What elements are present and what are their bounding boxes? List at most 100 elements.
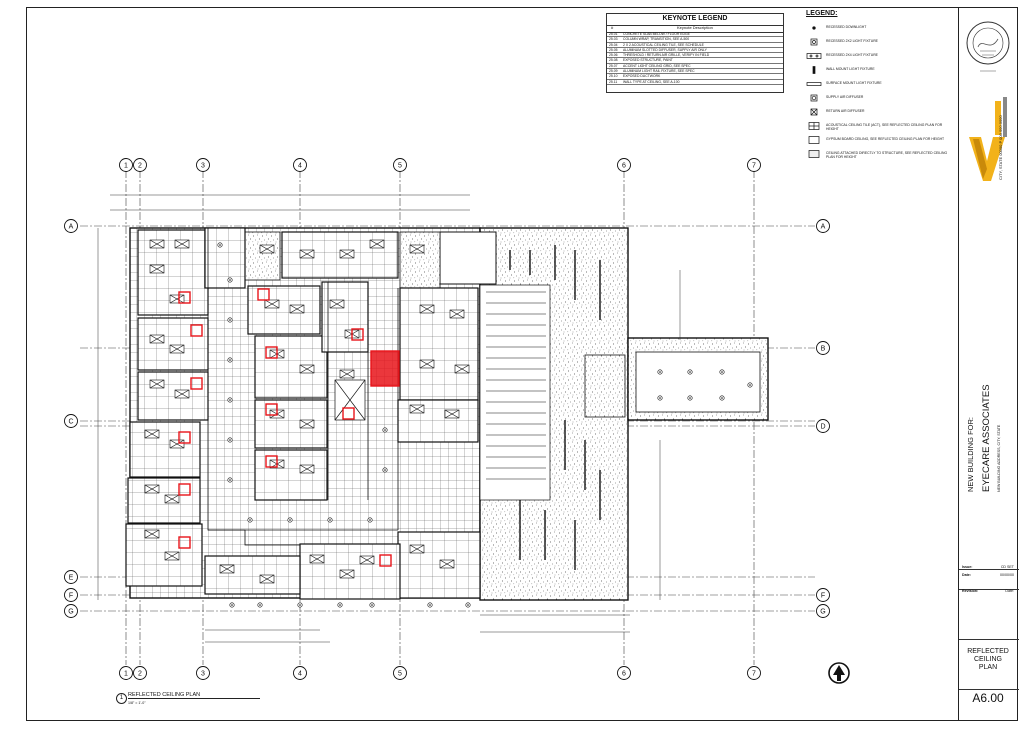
- grid-bubble-label: D: [820, 423, 825, 430]
- title-block: [958, 7, 1019, 721]
- light-fixture-icon: [169, 344, 185, 354]
- downlight-icon: [257, 602, 263, 608]
- grid-bubble: 6: [617, 666, 631, 680]
- light-fixture-icon: [174, 389, 190, 399]
- grid-bubble-label: 3: [201, 162, 205, 169]
- room-walls: [125, 227, 481, 600]
- keynote-number: 25.01: [609, 32, 618, 36]
- light-fixture-icon: [144, 429, 160, 439]
- downlight-icon: [227, 397, 233, 403]
- keynote-col-description: Keynote Description: [677, 25, 713, 30]
- downlight-icon: [687, 395, 693, 401]
- legend-text: ACOUSTICAL CEILING TILE (ACT), SEE REFLE…: [826, 123, 943, 131]
- light-fixture-icon: [149, 334, 165, 344]
- title-block-divider: [959, 589, 1019, 590]
- light-fixture-icon: [164, 551, 180, 561]
- highlight-box: [265, 455, 278, 468]
- grid-bubble: F: [64, 588, 78, 602]
- light-fixture-icon: [339, 369, 355, 379]
- light-fixture-icon: [369, 239, 385, 249]
- light-fixture-icon: [444, 409, 460, 419]
- grid-bubble: 5: [393, 666, 407, 680]
- downlight-icon: [217, 242, 223, 248]
- grid-bubble-label: B: [821, 345, 826, 352]
- casework: [479, 284, 551, 501]
- legend-text: RECESSED 2X4 LIGHT FIXTURE: [826, 53, 878, 57]
- grid-bubble-label: E: [69, 574, 74, 581]
- meta-key: Date:: [962, 573, 971, 577]
- grid-bubble: D: [816, 419, 830, 433]
- grid-bubble-label: 6: [622, 162, 626, 169]
- grid-bubble-label: A: [821, 223, 826, 230]
- downlight-icon: [427, 602, 433, 608]
- legend-text: CEILING ATTACHED DIRECTLY TO STRUCTURE, …: [826, 151, 948, 159]
- legend-text: WALL MOUNT LIGHT FIXTURE: [826, 67, 875, 71]
- keynote-number: 25.09: [609, 69, 618, 74]
- light-fixture-icon: [149, 264, 165, 274]
- downlights: [217, 242, 753, 608]
- downlight-icon: [657, 369, 663, 375]
- downlight-icon: [337, 602, 343, 608]
- light-fixture-icon: [264, 299, 280, 309]
- downlight-icon: [227, 477, 233, 483]
- keynote-legend: KEYNOTE LEGEND # Keynote Description 25.…: [606, 13, 784, 93]
- legend-symbol-icon: [808, 136, 820, 144]
- firm-address: CITY, STATE 00000 P 000.000.0000: [998, 115, 1003, 180]
- light-fixture-icon: [449, 309, 465, 319]
- keynote-legend-header: # Keynote Description: [607, 25, 783, 33]
- legend-item: ACOUSTICAL CEILING TILE (ACT), SEE REFLE…: [800, 122, 955, 132]
- legend-item: WALL MOUNT LIGHT FIXTURE: [800, 66, 955, 76]
- highlight-box: [190, 324, 203, 337]
- legend-item: RECESSED 2X4 LIGHT FIXTURE: [800, 52, 955, 62]
- sheet-title: REFLECTED CEILING PLAN: [958, 648, 1018, 672]
- light-fixture-icon: [309, 554, 325, 564]
- sheet-border: [26, 7, 1018, 721]
- downlight-icon: [297, 602, 303, 608]
- title-block-divider: [959, 569, 1019, 570]
- grid-bubble-label: 4: [298, 670, 302, 677]
- legend-symbol-icon: [810, 38, 818, 46]
- light-fixture-icon: [164, 494, 180, 504]
- legend-symbol-icon: [806, 53, 822, 59]
- keynote-number: 25.06: [609, 53, 618, 58]
- meta-value: CD SET: [1000, 565, 1014, 569]
- grid-bubble-label: G: [820, 608, 825, 615]
- grid-bubble-label: 1: [124, 670, 128, 677]
- meta-value: 00/00/00: [1000, 573, 1014, 577]
- casework-shelves: [486, 245, 601, 570]
- light-fixture-icon: [329, 299, 345, 309]
- grid-bubble: 3: [196, 666, 210, 680]
- downlight-icon: [367, 517, 373, 523]
- downlight-icon: [382, 467, 388, 473]
- light-fixture-icon: [289, 304, 305, 314]
- grid-bubble: 6: [617, 158, 631, 172]
- corridor: [207, 228, 399, 546]
- grid-bubble: F: [816, 588, 830, 602]
- legend-symbol-icon: [808, 150, 820, 158]
- grid-bubble: E: [64, 570, 78, 584]
- sheet-title-line: REFLECTED: [967, 648, 1009, 655]
- downlight-icon: [229, 602, 235, 608]
- light-fixture-icon: [409, 244, 425, 254]
- light-fixture-icon: [299, 364, 315, 374]
- light-fixture-icon: [259, 574, 275, 584]
- grid-bubble-label: 5: [398, 162, 402, 169]
- keynote-number: 25.11: [609, 79, 618, 84]
- highlight-box: [265, 403, 278, 416]
- downlight-icon: [657, 395, 663, 401]
- grid-bubble-label: 5: [398, 670, 402, 677]
- highlight-box: [178, 291, 191, 304]
- light-fixture-icon: [439, 559, 455, 569]
- legend-symbol-icon: [812, 26, 816, 30]
- light-fixture-icon: [144, 529, 160, 539]
- grid-bubble-label: 1: [124, 162, 128, 169]
- light-fixture-icon: [409, 544, 425, 554]
- light-fixture-icon: [454, 364, 470, 374]
- grid-bubble: A: [64, 219, 78, 233]
